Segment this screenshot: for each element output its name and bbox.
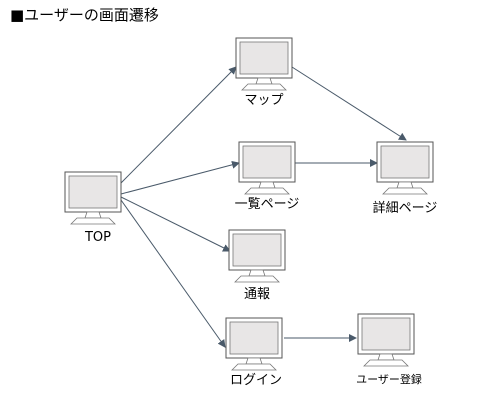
node-register: ユーザー登録 — [356, 313, 422, 386]
monitor-icon — [238, 141, 296, 195]
edge-top-to-report — [120, 196, 231, 252]
node-report: 通報 — [228, 229, 286, 302]
node-map-label: マップ — [244, 93, 283, 108]
edge-top-to-map — [120, 66, 237, 184]
monitor-icon — [64, 171, 122, 225]
monitor-icon — [228, 229, 286, 283]
diagram-title: ■ユーザーの画面遷移 — [10, 6, 159, 24]
monitor-icon — [225, 317, 283, 371]
node-list-label: 一覧ページ — [235, 196, 300, 212]
node-report-label: 通報 — [244, 287, 270, 302]
node-list: 一覧ページ — [235, 141, 300, 212]
node-login: ログイン — [225, 317, 283, 388]
monitor-icon — [376, 141, 434, 195]
node-top-label: TOP — [84, 230, 111, 245]
node-detail: 詳細ページ — [373, 141, 438, 216]
node-top: TOP — [64, 171, 122, 245]
node-login-label: ログイン — [230, 373, 282, 388]
node-map: マップ — [235, 37, 293, 108]
edge-top-to-list — [120, 160, 240, 195]
edge-top-to-login — [120, 199, 226, 348]
monitor-icon — [357, 313, 415, 367]
node-register-label: ユーザー登録 — [356, 372, 422, 386]
edges — [120, 66, 407, 348]
monitor-icon — [235, 37, 293, 91]
node-detail-label: 詳細ページ — [373, 200, 438, 216]
edge-map-to-detail — [291, 66, 407, 141]
